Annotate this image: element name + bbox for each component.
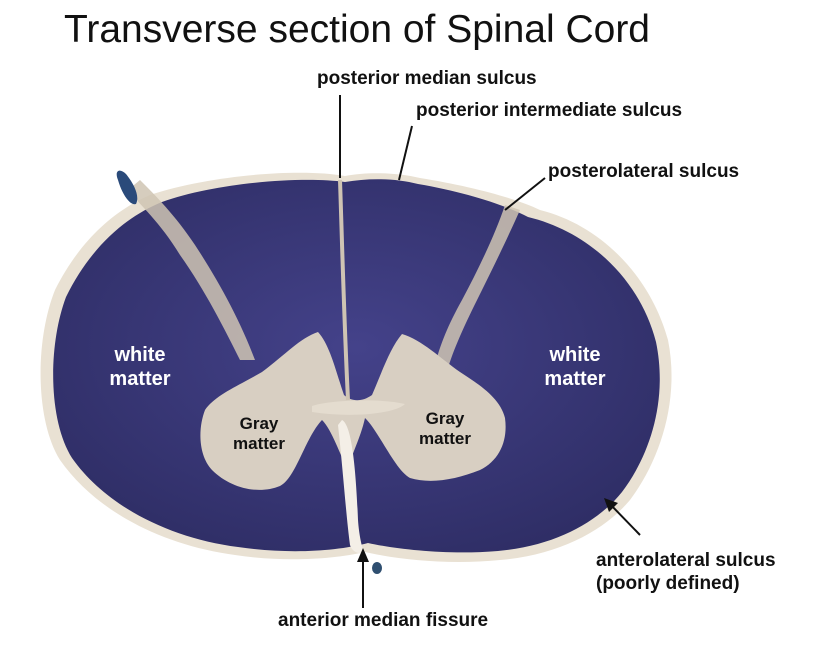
label-anterolateral-line2: (poorly defined) (596, 572, 740, 594)
arrowhead-anterolateral (604, 498, 618, 512)
label-white-matter-right: white matter (535, 343, 615, 391)
right-dorsal-root-zone (435, 205, 520, 368)
vessel-speck (372, 562, 382, 574)
white-matter-right-word1: white (549, 344, 601, 366)
gray-matter-left-word2: matter (233, 434, 285, 454)
gray-matter-right-word2: matter (419, 429, 471, 449)
anterior-median-fissure-gap (338, 420, 364, 554)
pointer-posterior-intermediate (398, 125, 413, 181)
label-gray-matter-left: Gray matter (224, 414, 294, 455)
white-matter-left-word2: matter (109, 368, 171, 390)
gray-matter-left-word1: Gray (239, 414, 279, 433)
white-matter-left-word1: white (114, 344, 166, 366)
gray-commissure (312, 400, 405, 415)
label-anterior-median-fissure: anterior median fissure (278, 610, 489, 631)
pointer-posterolateral (504, 177, 546, 211)
diagram-title: Transverse section of Spinal Cord (64, 8, 650, 51)
label-white-matter-left: white matter (100, 343, 180, 391)
nerve-root-stub (116, 170, 138, 205)
white-matter-right-word2: matter (544, 368, 606, 390)
left-dorsal-root-zone (128, 180, 255, 360)
arrowhead-anterior-median (357, 548, 369, 562)
label-anterolateral-sulcus: anterolateral sulcus (poorly defined) (596, 550, 776, 596)
label-posterior-intermediate-sulcus: posterior intermediate sulcus (416, 100, 683, 121)
label-posterolateral-sulcus: posterolateral sulcus (548, 161, 740, 182)
label-anterolateral-line1: anterolateral sulcus (596, 550, 776, 571)
posterior-median-septum (338, 179, 350, 401)
label-gray-matter-right: Gray matter (410, 409, 480, 450)
label-posterior-median-sulcus: posterior median sulcus (317, 68, 537, 89)
gray-matter-right-word1: Gray (425, 409, 465, 428)
